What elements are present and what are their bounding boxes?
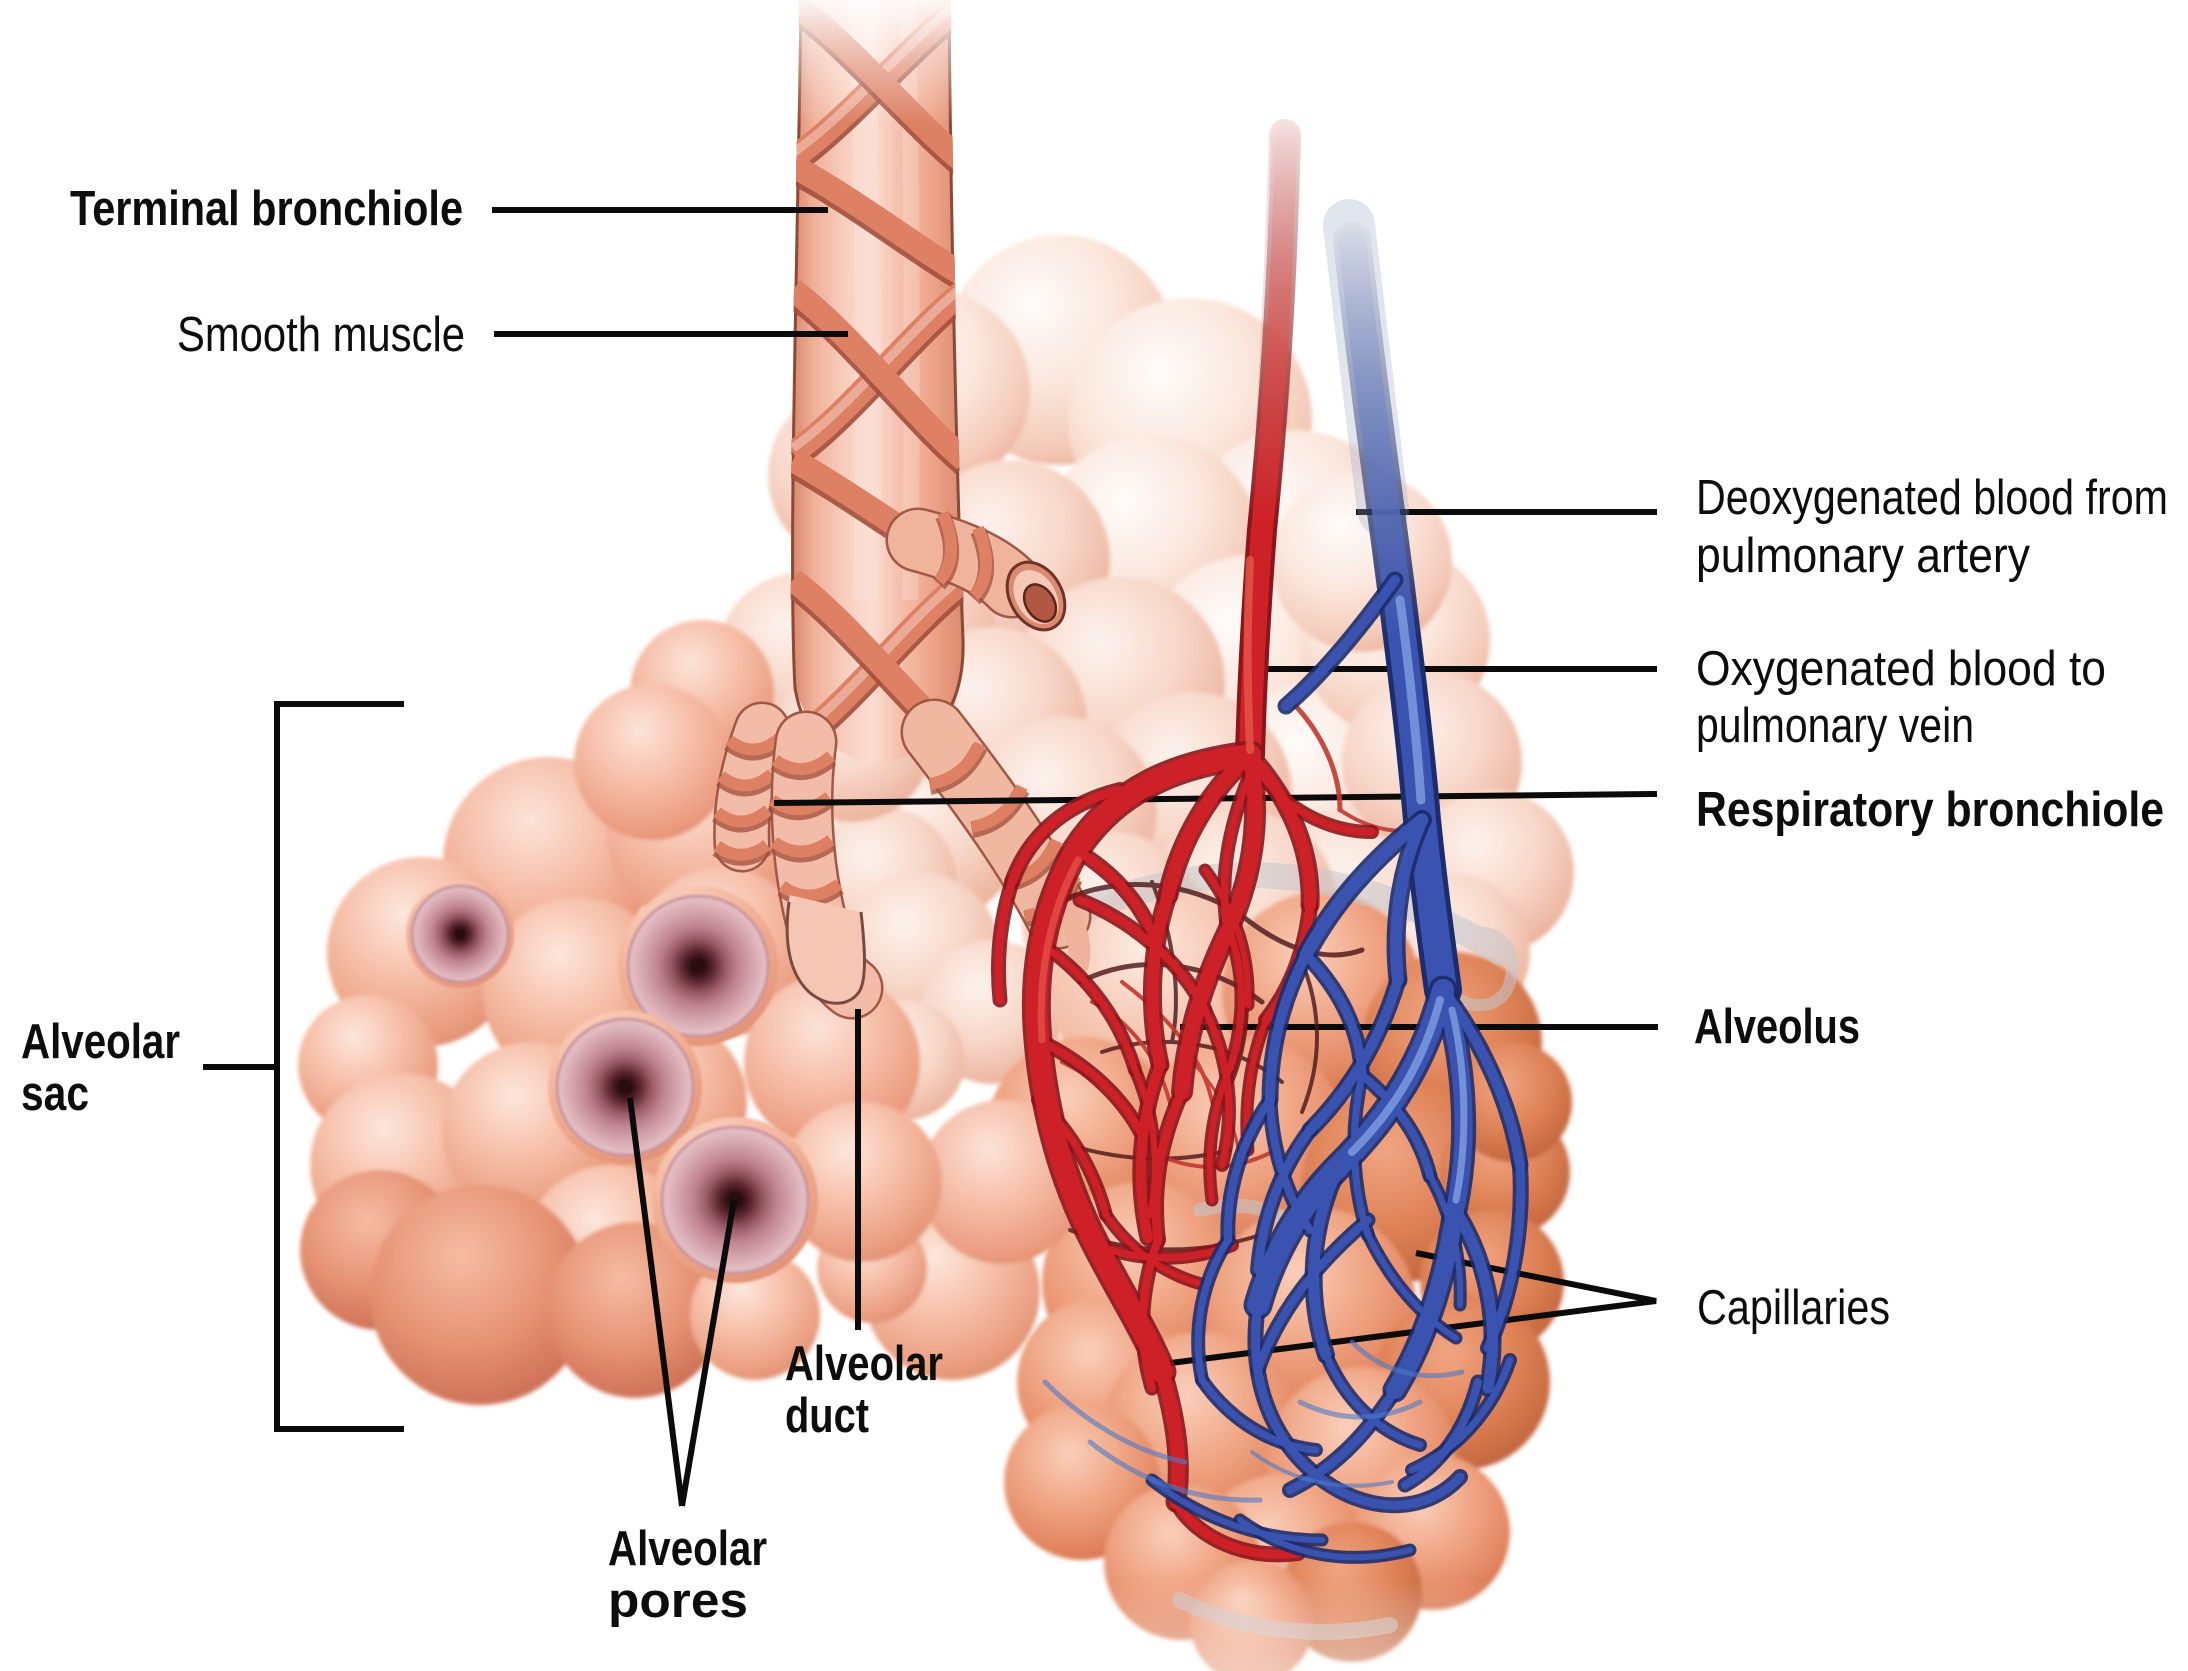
svg-text:Smooth muscle: Smooth muscle (177, 308, 465, 362)
svg-text:pulmonary artery: pulmonary artery (1696, 529, 2030, 583)
svg-text:pores: pores (608, 1574, 748, 1628)
svg-text:Alveolar: Alveolar (21, 1015, 180, 1069)
svg-text:Deoxygenated blood from: Deoxygenated blood from (1696, 471, 2168, 525)
svg-text:Alveolar: Alveolar (608, 1522, 767, 1576)
svg-text:Alveolus: Alveolus (1694, 1000, 1860, 1054)
svg-text:Terminal bronchiole: Terminal bronchiole (70, 182, 463, 236)
svg-text:Alveolar: Alveolar (785, 1337, 943, 1391)
svg-text:Oxygenated blood to: Oxygenated blood to (1696, 642, 2106, 696)
svg-text:Respiratory bronchiole: Respiratory bronchiole (1696, 783, 2164, 837)
svg-text:Capillaries: Capillaries (1697, 1281, 1890, 1335)
svg-text:sac: sac (21, 1067, 89, 1121)
svg-text:duct: duct (785, 1389, 869, 1443)
svg-text:pulmonary vein: pulmonary vein (1696, 699, 1974, 753)
